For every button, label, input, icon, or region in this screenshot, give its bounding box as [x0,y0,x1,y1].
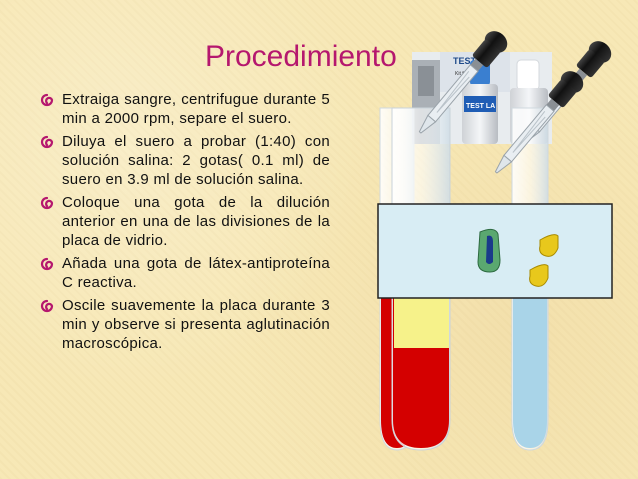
bullet-item: Coloque una gota de la dilución anterior… [40,193,330,250]
bullet-item: Añada una gota de látex-antiproteína C r… [40,254,330,292]
swirl-bullet-icon [40,135,54,149]
dropper-icon [418,31,508,134]
slide-title: Procedimiento [205,40,397,73]
bullet-item: Oscile suavemente la placa durante 3 min… [40,296,330,353]
swirl-bullet-icon [40,299,54,313]
dropper-icon [494,71,584,174]
swirl-bullet-icon [40,196,54,210]
swirl-bullet-icon [40,257,54,271]
swirl-bullet-icon [40,93,54,107]
bullet-item: Extraiga sangre, centrifugue durante 5 m… [40,90,330,128]
bullet-text: Extraiga sangre, centrifugue durante 5 m… [62,91,330,127]
bottle-label: TEST LA [466,103,495,110]
bullet-list: Extraiga sangre, centrifugue durante 5 m… [40,90,330,357]
bullet-text: Diluya el suero a probar (1:40) con solu… [62,133,330,188]
bullet-item: Diluya el suero a probar (1:40) con solu… [40,132,330,189]
bullet-text: Coloque una gota de la dilución anterior… [62,194,330,249]
bullet-text: Oscile suavemente la placa durante 3 min… [62,297,330,352]
glass-slide-icon [377,203,613,299]
bullet-text: Añada una gota de látex-antiproteína C r… [62,255,330,291]
